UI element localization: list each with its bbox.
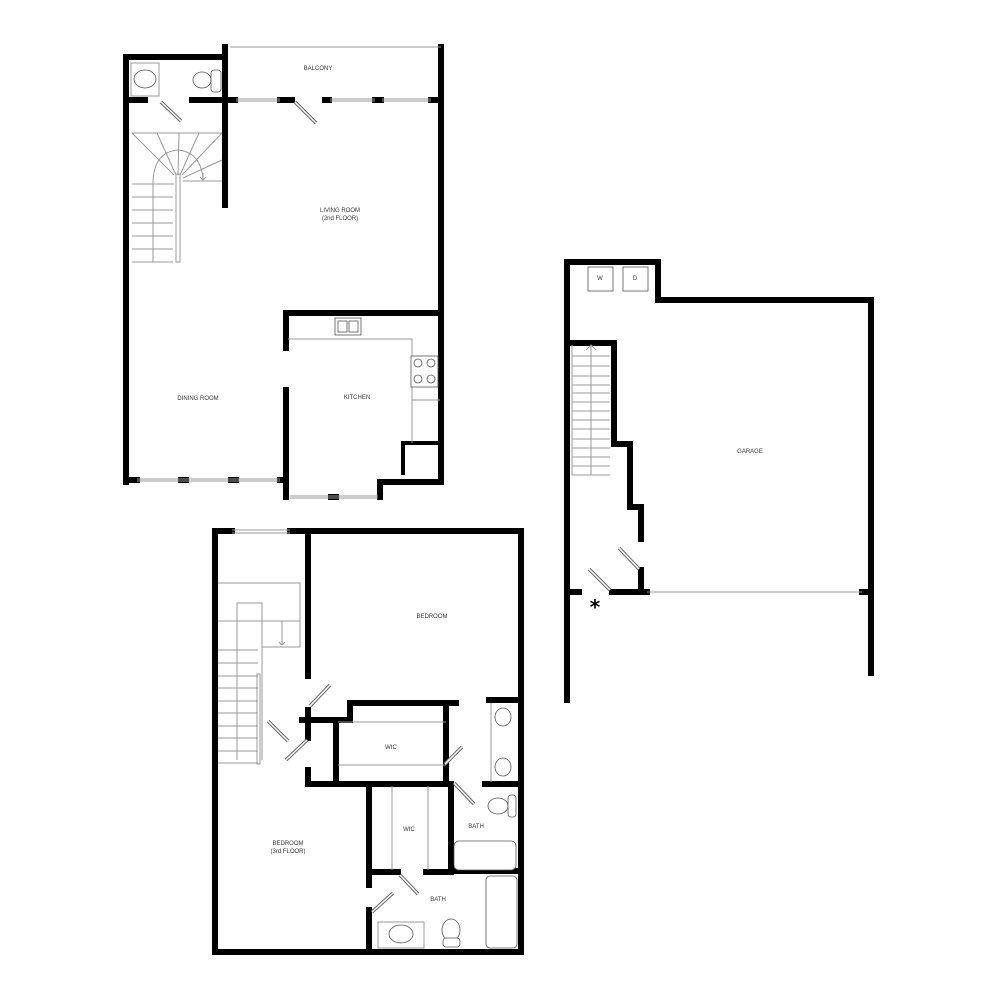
entry-marker: * (590, 595, 601, 619)
room-label-balcony: BALCONY (304, 66, 333, 72)
room-label-bedroom-3rd-floor: (3rd FLOOR) (270, 849, 305, 855)
closet-shelves (338, 721, 446, 870)
staircase (218, 582, 301, 765)
kitchen-fixtures (288, 317, 440, 443)
room-label-bath-1: BATH (468, 824, 484, 830)
room-label-bedroom: BEDROOM (416, 614, 447, 620)
dryer: D (622, 266, 649, 292)
walls (212, 528, 524, 955)
staircase (571, 344, 610, 476)
room-label-living-room-floor: (2nd FLOOR) (322, 216, 358, 222)
third-floor-plan: BEDROOM BEDROOM (3rd FLOOR) WIC WIC BATH… (212, 528, 524, 955)
walls (564, 259, 874, 703)
staircase (131, 132, 223, 263)
doors (159, 100, 318, 125)
room-label-wic-1: WIC (385, 745, 397, 751)
room-label-living-room: LIVING ROOM (320, 208, 360, 214)
windows (232, 529, 290, 534)
washer: W (587, 266, 614, 292)
powder-room-fixtures (130, 62, 222, 97)
washer-label: W (597, 276, 603, 282)
windows (137, 46, 441, 499)
doors (587, 546, 641, 592)
room-label-bath-2: BATH (430, 897, 446, 903)
bath-fixtures (377, 703, 518, 949)
doors (266, 683, 476, 914)
room-label-kitchen: KITCHEN (344, 395, 370, 401)
room-label-dining-room: DINING ROOM (177, 396, 218, 402)
second-floor-plan: BALCONY LIVING ROOM (2nd FLOOR) DINING R… (123, 44, 444, 500)
dryer-label: D (633, 276, 638, 282)
walls (123, 44, 444, 500)
room-label-wic-2: WIC (403, 827, 415, 833)
first-floor-plan: W D GARAGE * (564, 259, 874, 703)
room-label-bedroom-3rd: BEDROOM (272, 841, 303, 847)
room-label-garage: GARAGE (737, 449, 763, 455)
